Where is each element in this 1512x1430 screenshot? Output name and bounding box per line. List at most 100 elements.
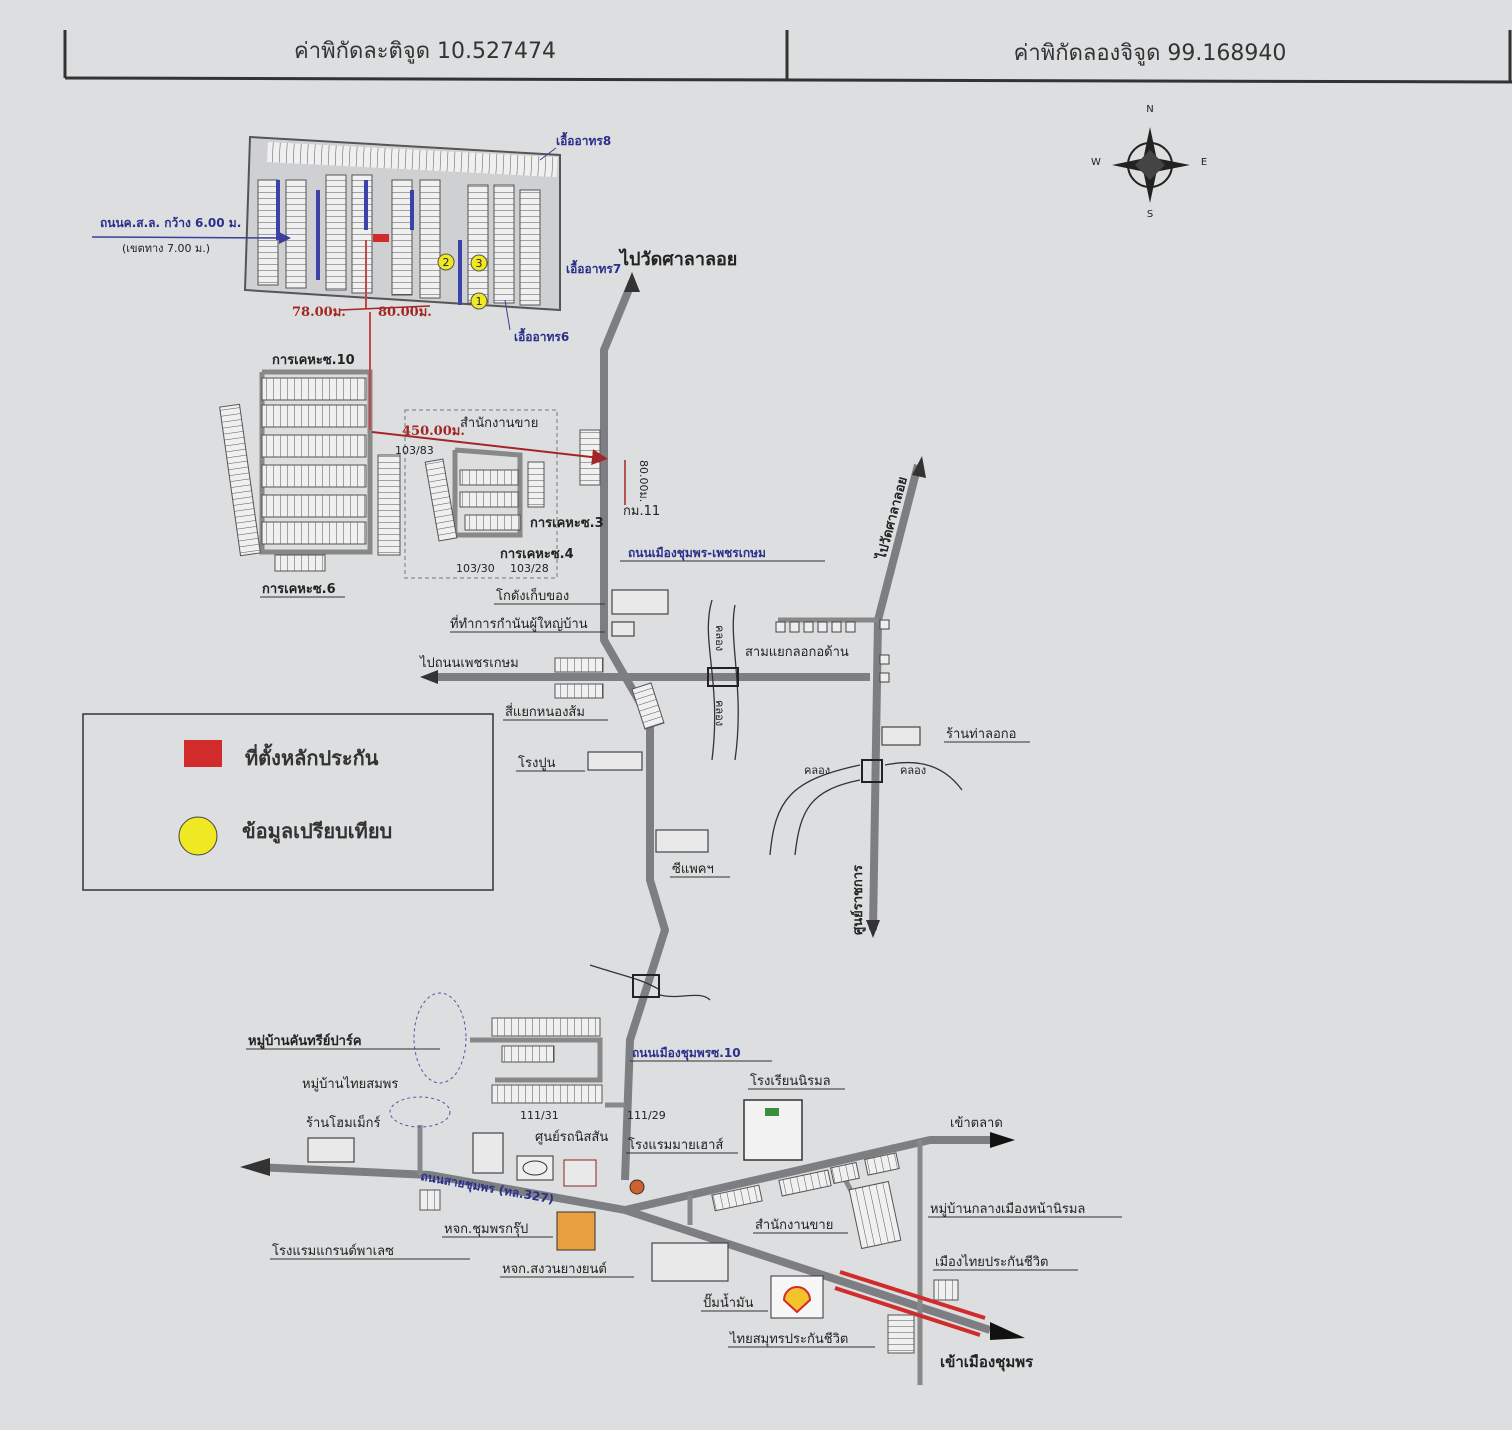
hotel-icon: [629, 1179, 645, 1195]
latitude-label: ค่าพิกัดละติจูด 10.527474: [294, 39, 556, 64]
river-line: [589, 964, 661, 991]
comparison-legend-label: ข้อมูลเปรียบเทียบ: [242, 819, 392, 845]
km11-label: กม.11: [623, 504, 660, 519]
distance-80-label: 80.00ม.: [378, 305, 432, 320]
arrow-west-icon: [420, 670, 438, 684]
canal3-label: คลอง: [804, 764, 830, 777]
gov-center-label: ศูนย์ราชการ: [850, 865, 866, 935]
bridge-icon: [707, 667, 739, 687]
road-width-label: ถนนค.ส.ล. กว้าง 6.00 ม.: [100, 216, 241, 230]
hotel-mai-label: โรงแรมมายเฮาส์: [628, 1137, 723, 1153]
sales-office-top-label: สำนักงานขาย: [460, 416, 538, 431]
school-label: โรงเรียนนิรมล: [750, 1073, 831, 1089]
sam-yaek-label: สามแยกลอกอด้าน: [745, 645, 849, 660]
arrow-south-icon: [866, 920, 880, 938]
shop-home-icon: [307, 1137, 355, 1163]
adj6-label: เอื้ออาทร6: [514, 327, 569, 344]
shop-red-icon: [563, 1159, 597, 1187]
distance-450-label: 450.00ม.: [402, 424, 465, 439]
village-kan-zone: [413, 992, 467, 1084]
village-kan-label: หมู่บ้านคันทรีย์ปาร์ค: [248, 1033, 362, 1049]
gas-station-label: ปั๊มน้ำมัน: [703, 1293, 754, 1311]
housing-project-middle: [219, 312, 401, 572]
legend-box: ที่ตั้งหลักประกัน ข้อมูลเปรียบเทียบ: [82, 713, 494, 891]
cement-factory-label: โรงปูน: [518, 755, 556, 771]
hjk-group-label: หจก.ชุมพรกรุ๊ป: [444, 1222, 528, 1237]
compass-w: W: [1091, 157, 1101, 168]
si-yaek-label: สี่แยกหนองส้ม: [505, 703, 585, 720]
marker-2: 2: [443, 256, 450, 269]
adj7-label: เอื้ออาทร7: [566, 259, 621, 276]
arrow-west-highway-icon: [240, 1158, 270, 1176]
soi4-label: การเคหะซ.4: [500, 547, 574, 562]
collateral-legend-label: ที่ตั้งหลักประกัน: [245, 743, 379, 770]
comparison-markers: 2 3 1: [437, 253, 488, 310]
to-wat-label: ไปวัดศาลาลอย: [618, 248, 737, 270]
house-10383-label: 103/83: [395, 444, 434, 457]
comparison-legend-swatch: [178, 816, 218, 856]
hjk-group-icon: [556, 1211, 596, 1251]
office-building-icon: [472, 1132, 504, 1174]
truck-center-label: ศูนย์รถนิสสัน: [535, 1129, 608, 1145]
soi-chumphon10-label: ถนนเมืองชุมพรซ.10: [632, 1046, 741, 1061]
cp-label: ซีแพคฯ: [672, 861, 714, 877]
marker-1: 1: [476, 295, 483, 308]
arrow-north-east-icon: [912, 456, 926, 478]
hotel-grand-label: โรงแรมแกรนด์พาเลซ: [272, 1243, 394, 1259]
shop-home-label: ร้านโฮมเม็กร์: [306, 1113, 381, 1131]
compass-rose-icon: N S E W: [1091, 104, 1207, 220]
cement-factory-icon: [587, 751, 643, 771]
soi3-label: การเคหะซ.3: [530, 516, 604, 531]
warehouse-icon: [611, 589, 669, 615]
to-city-label: เข้าเมืองชุมพร: [940, 1353, 1034, 1372]
hjk-garden-label: หจก.สงวนยางยนต์: [502, 1261, 607, 1277]
adj8-label: เอื้ออาทร8: [556, 131, 611, 148]
hjk-garden-icon: [651, 1242, 729, 1282]
thai-samut-label: ไทยสมุทรประกันชีวิต: [729, 1331, 848, 1347]
marker-3: 3: [476, 257, 483, 270]
road-network: [254, 280, 1000, 1385]
sales-office-label: สำนักงานขาย: [755, 1218, 833, 1233]
housing-project-top: [243, 135, 561, 312]
warehouse-label: โกดังเก็บของ: [496, 586, 569, 604]
compass-s: S: [1147, 209, 1153, 220]
nissan-icon: [516, 1155, 554, 1181]
collateral-marker-top: [373, 234, 389, 242]
collateral-highway-segment: [839, 1270, 986, 1320]
compass-n: N: [1146, 104, 1153, 115]
canal-line: [707, 599, 716, 761]
village-head-label: ที่ทำการกำนันผู้ใหญ่บ้าน: [450, 615, 588, 632]
to-market-label: เข้าตลาด: [950, 1116, 1003, 1131]
store-tha-label: ร้านท่าลอกอ: [946, 727, 1017, 742]
to-phetkasem-label: ไปถนนเพชรเกษม: [419, 655, 519, 671]
cp-factory-icon: [655, 829, 709, 853]
coordinate-header: ค่าพิกัดละติจูด 10.527474 ค่าพิกัดลองจิจ…: [63, 30, 1512, 84]
main-road-label: ถนนเมืองชุมพร-เพชรเกษม: [628, 546, 766, 561]
village-thai-label: หมู่บ้านไทยสมพร: [302, 1076, 398, 1092]
arrow-market-icon: [990, 1132, 1015, 1148]
distance-78-label: 78.00ม.: [292, 305, 346, 320]
canal2-label: คลอง: [713, 700, 726, 726]
arrow-city-icon: [990, 1322, 1025, 1340]
house-10328-label: 103/28: [510, 562, 549, 575]
canal1-label: คลอง: [713, 625, 726, 651]
muang-thai-label: เมืองไทยประกันชีวิต: [935, 1254, 1048, 1270]
soi6-label: การเคหะซ.6: [262, 582, 336, 597]
store-icon: [881, 726, 921, 746]
canal4-label: คลอง: [900, 764, 926, 777]
village-center-label: หมู่บ้านกลางเมืองหน้านิรมล: [930, 1201, 1085, 1217]
arrow-north-icon: [624, 272, 640, 292]
house-11129-label: 111/29: [627, 1109, 666, 1122]
house-11131-label: 111/31: [520, 1109, 559, 1122]
road-reserve-label: (เขตทาง 7.00 ม.): [122, 242, 210, 255]
soi10-label: การเคหะซ.10: [272, 353, 355, 368]
collateral-legend-swatch: [184, 740, 222, 767]
canal-east-line: [769, 764, 861, 856]
compass-e: E: [1201, 157, 1207, 168]
village-head-office-icon: [611, 621, 635, 637]
longitude-label: ค่าพิกัดลองจิจูด 99.168940: [1014, 41, 1287, 66]
distance-80-vertical-label: 80.00ม.: [637, 460, 650, 502]
house-10330-label: 103/30: [456, 562, 495, 575]
